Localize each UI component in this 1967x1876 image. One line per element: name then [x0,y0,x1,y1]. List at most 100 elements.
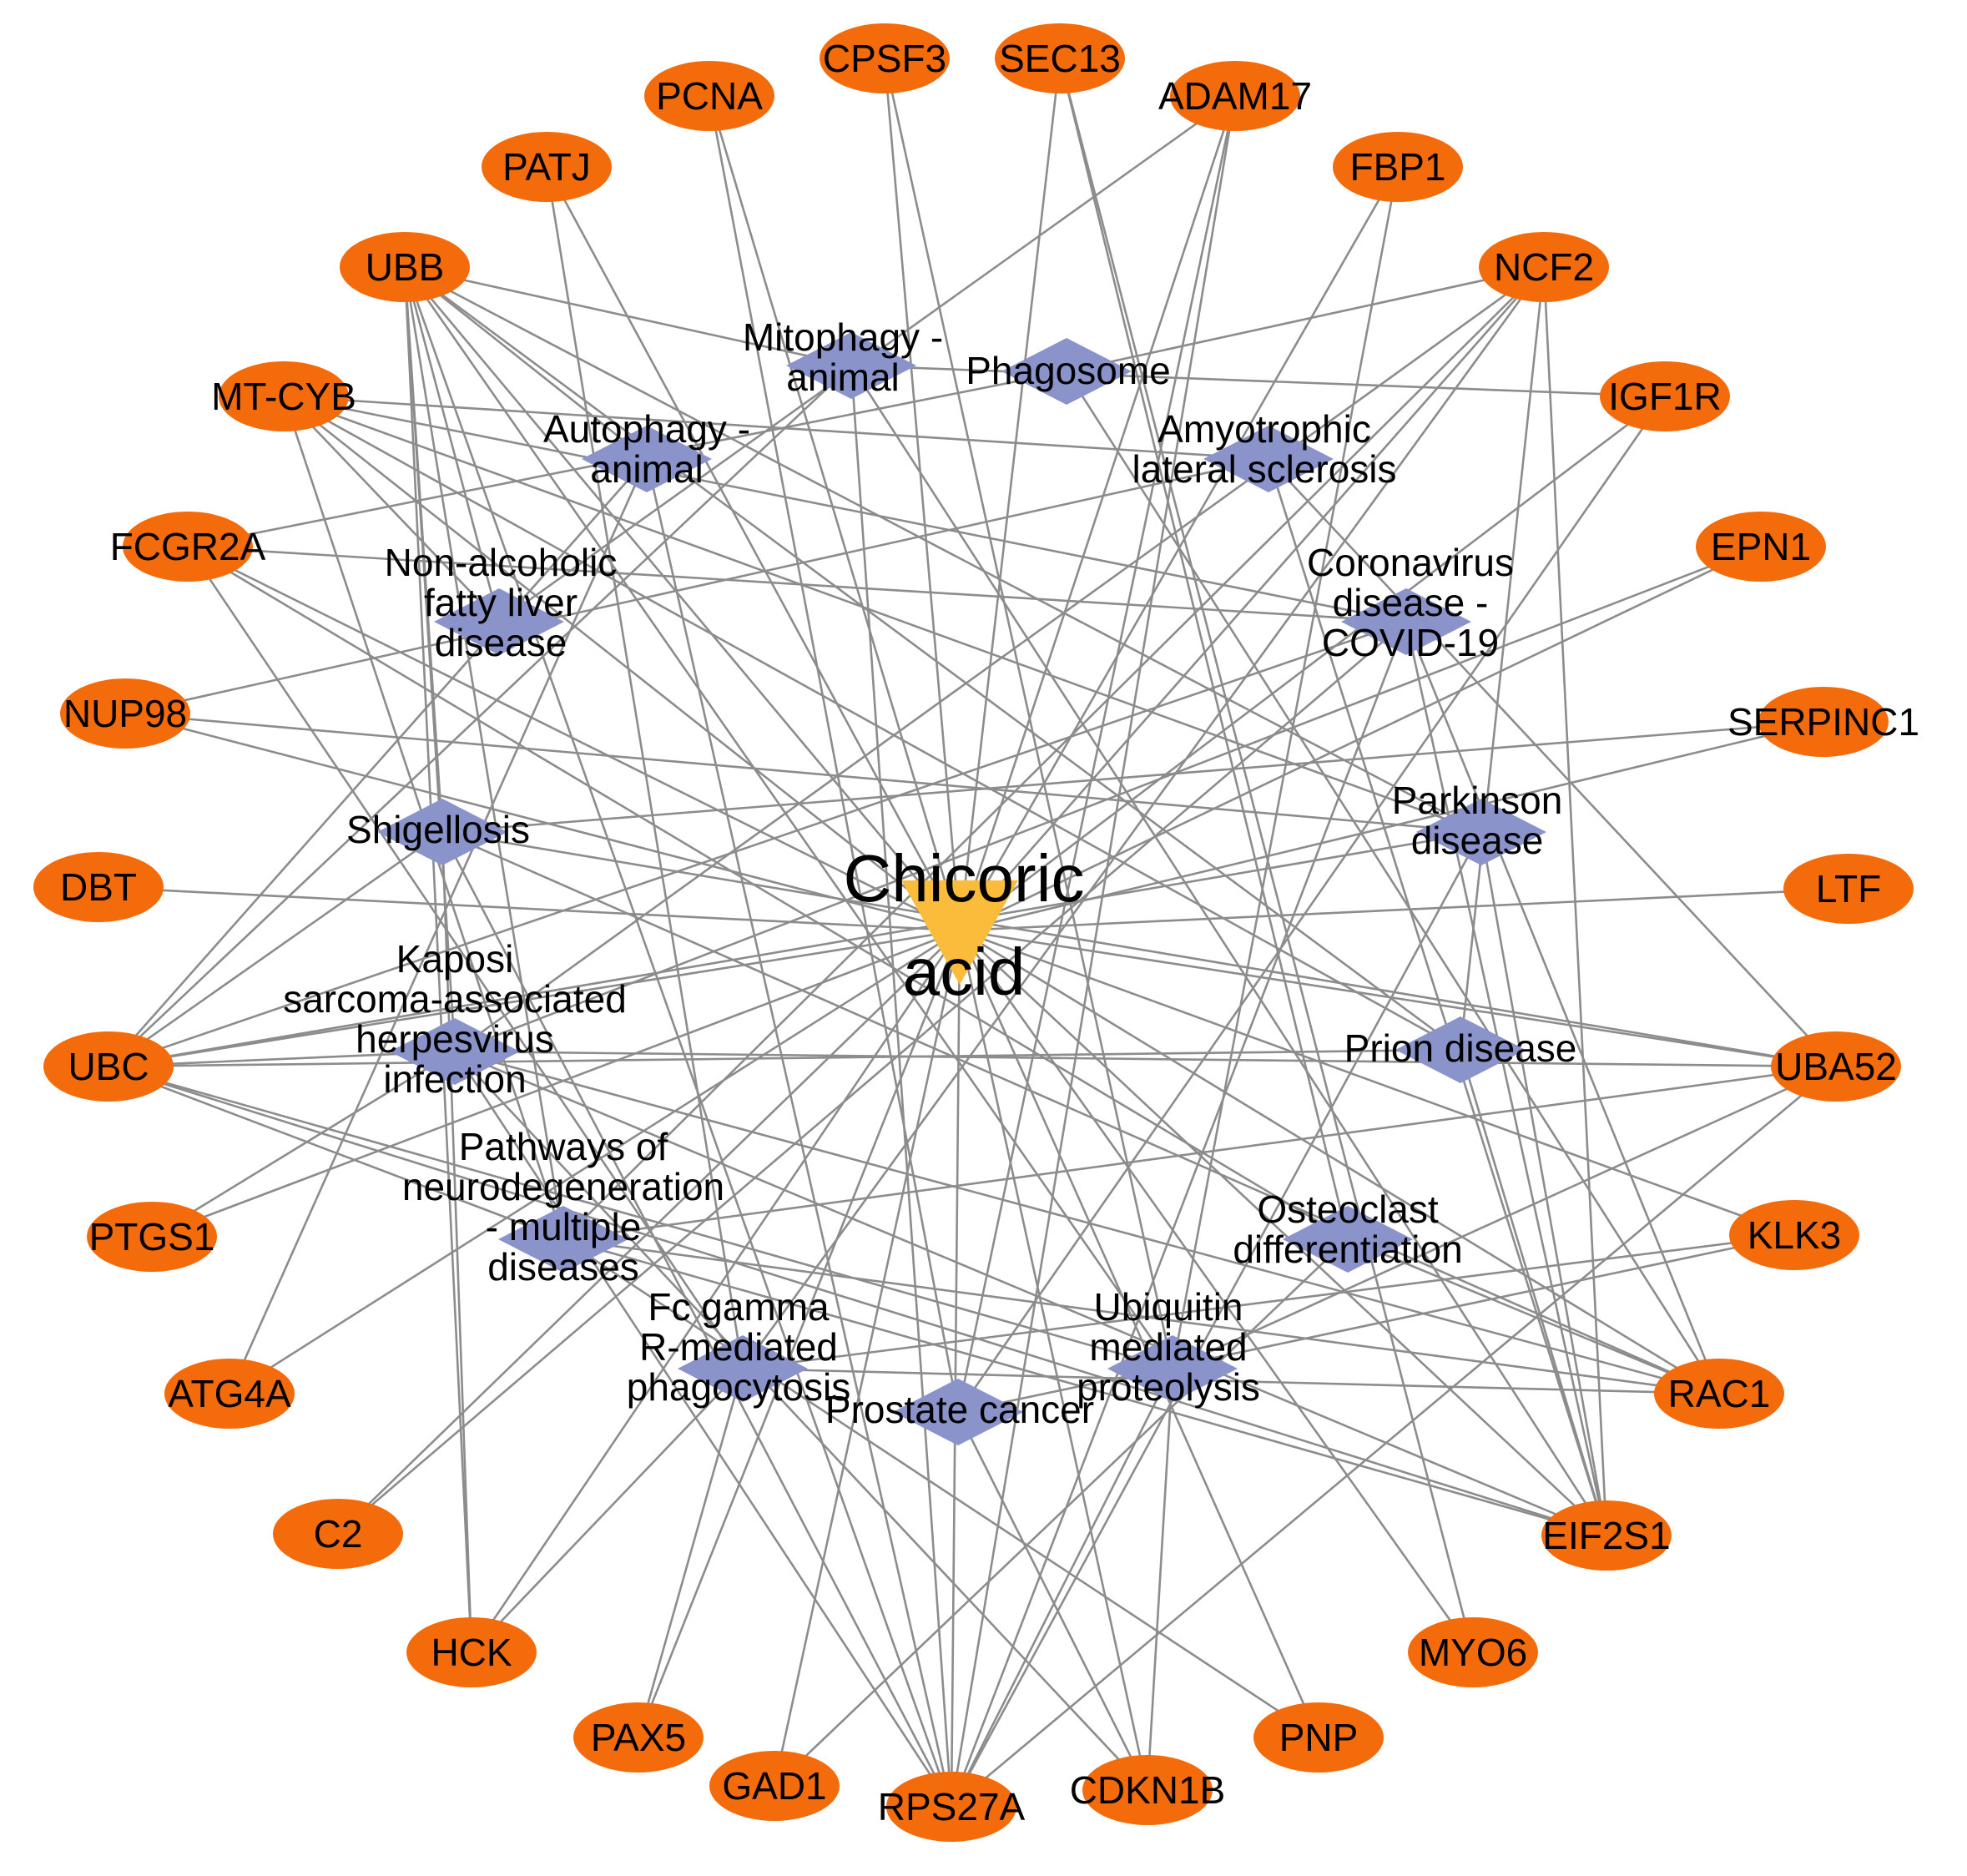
gene-label: RAC1 [1668,1372,1771,1415]
pathway-node-phagosome[interactable] [1001,338,1132,405]
pathway-label-line: Mitophagy - [743,315,943,359]
edge-MT-CYB-prion [283,395,1461,1051]
gene-node-adam17[interactable] [1170,61,1300,131]
edge-chicoric-RPS27A [950,930,961,1808]
pathway-node-ubiquitin[interactable] [1107,1335,1238,1402]
gene-node-cdkn1b[interactable] [1082,1755,1213,1825]
edge-NUP98-als [124,457,1269,715]
gene-node-dbt[interactable] [33,852,164,922]
gene-node-sec13[interactable] [995,23,1125,93]
edge-HCK-fcgamma [471,1368,744,1653]
edge-CPSF3-ubiquitin [883,58,1174,1369]
gene-node-eif2s1[interactable] [1541,1500,1672,1571]
edge-ADAM17-RPS27A [950,95,1237,1808]
gene-node-serpinc1[interactable] [1758,687,1889,757]
edge-chicoric-PTGS1 [151,929,961,1238]
edge-chicoric-SEC13 [958,58,1062,931]
edge-UBB-mitophagy [404,265,852,367]
edge-RAC1-phagosome [1065,371,1721,1394]
pathway-label-line: herpesvirus [356,1017,554,1061]
edge-UBC-mitophagy [108,365,852,1067]
edge-UBB-autophagy [404,265,648,461]
gene-node-atg4a[interactable] [164,1359,295,1429]
edge-RAC1-fcgamma [742,1367,1720,1395]
gene-label: NUP98 [63,692,187,735]
pathway-node-covid[interactable] [1341,588,1471,655]
gene-label: FBP1 [1349,145,1445,189]
pathway-node-neurodegeneration[interactable] [498,1206,628,1273]
gene-node-fbp1[interactable] [1333,132,1463,202]
edge-PATJ-fcgamma [545,166,744,1369]
gene-node-gad1[interactable] [709,1751,840,1821]
edge-NCF2-neurodegeneration [562,266,1545,1240]
gene-node-rps27a[interactable] [886,1772,1016,1842]
gene-node-pax5[interactable] [573,1702,704,1773]
gene-label: DBT [60,865,137,909]
gene-node-hck[interactable] [406,1617,537,1687]
gene-node-mt-cyb[interactable] [219,361,349,431]
edge-chicoric-CPSF3 [883,58,961,931]
gene-node-c2[interactable] [273,1499,403,1569]
pathway-label-line: animal [590,447,704,491]
edge-chicoric-DBT [98,885,961,932]
pathway-node-mitophagy[interactable] [786,332,916,399]
edge-MT-CYB-nafld [283,396,500,623]
gene-node-ubc[interactable] [43,1031,174,1102]
pathway-node-autophagy[interactable] [582,426,712,492]
pathway-node-prostate[interactable] [893,1379,1023,1445]
pathway-node-als[interactable] [1203,426,1334,492]
gene-node-cpsf3[interactable] [820,23,950,93]
gene-node-rac1[interactable] [1654,1359,1784,1429]
edge-chicoric-LTF [959,887,1849,932]
pathway-label-line: fatty liver [424,581,577,624]
gene-label: LTF [1816,867,1881,910]
gene-node-pcna[interactable] [644,61,774,131]
gene-label: PTGS1 [89,1215,215,1258]
pathway-label-line: animal [786,356,900,399]
pathway-node-fcgamma[interactable] [678,1335,808,1402]
edge-chicoric-GAD1 [773,930,961,1787]
edge-RAC1-shigellosis [441,830,1720,1395]
gene-node-ltf[interactable] [1783,854,1914,924]
gene-label: ADAM17 [1158,74,1312,118]
compound-node-chicoric-acid[interactable] [901,880,1018,985]
gene-node-ncf2[interactable] [1479,232,1609,302]
gene-node-uba52[interactable] [1771,1031,1901,1102]
gene-node-ubb[interactable] [340,232,470,302]
gene-node-klk3[interactable] [1729,1200,1859,1270]
gene-node-pnp[interactable] [1253,1702,1384,1773]
edge-chicoric-PAX5 [637,930,961,1738]
gene-node-fcgr2a[interactable] [123,512,253,582]
pathway-node-osteoclast[interactable] [1283,1206,1413,1273]
pathway-label-line: mediated [1089,1325,1247,1369]
gene-node-ptgs1[interactable] [87,1202,217,1272]
pathway-node-prion[interactable] [1395,1016,1526,1083]
edge-ATG4A-autophagy [228,458,648,1394]
pathway-label-line: Prostate cancer [825,1388,1094,1431]
edge-RPS27A-covid [950,621,1408,1808]
gene-label: C2 [314,1512,363,1556]
gene-node-nup98[interactable] [60,678,190,749]
pathway-label-line: proteolysis [1077,1365,1260,1409]
edge-SERPINC1-shigellosis [441,720,1824,834]
gene-node-epn1[interactable] [1696,512,1826,582]
gene-label: KLK3 [1748,1213,1842,1257]
pathway-node-parkinson[interactable] [1416,799,1546,865]
gene-node-myo6[interactable] [1408,1617,1538,1687]
gene-label: EIF2S1 [1542,1514,1670,1557]
pathway-node-nafld[interactable] [434,588,564,655]
pathway-node-kaposi[interactable] [390,1018,520,1085]
gene-node-igf1r[interactable] [1600,361,1730,431]
edge-chicoric-NCF2 [959,266,1545,931]
pathway-node-shigellosis[interactable] [377,799,507,865]
edge-C2-covid [337,621,1407,1535]
gene-node-patj[interactable] [482,132,612,202]
edge-UBB-parkinson [404,265,1482,834]
pathway-label-line: Kaposi [396,937,514,981]
gene-label: PNP [1279,1716,1359,1759]
gene-label: PAX5 [591,1716,686,1759]
gene-label: SEC13 [999,37,1121,80]
edge-RPS27A-parkinson [950,831,1483,1808]
